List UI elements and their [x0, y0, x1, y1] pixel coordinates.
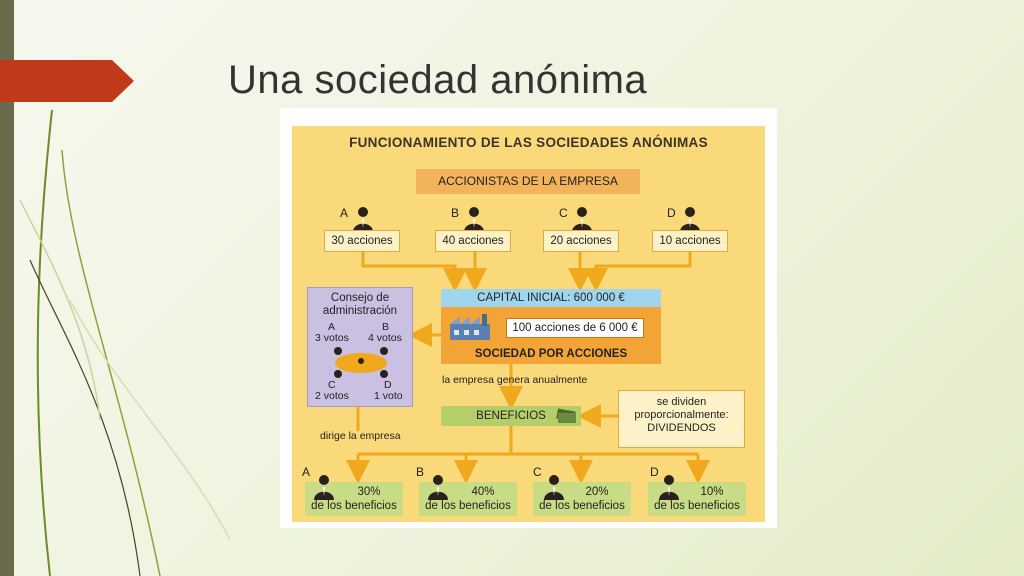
- capital-label: CAPITAL INICIAL: 600 000 €: [441, 289, 661, 307]
- result-letter: D: [650, 465, 659, 479]
- diagram-figure: FUNCIONAMIENTO DE LAS SOCIEDADES ANÓNIMA…: [280, 108, 777, 528]
- figure-title: FUNCIONAMIENTO DE LAS SOCIEDADES ANÓNIMA…: [349, 135, 708, 150]
- shareholder-shares-box: 30 acciones: [324, 230, 400, 252]
- dividends-line2: proporcionalmente:: [634, 409, 729, 421]
- result-label: de los beneficios: [654, 500, 740, 512]
- council-box: Consejo de administración A B 3 votos 4 …: [307, 287, 413, 407]
- result-percent: 10%: [700, 486, 724, 498]
- result-percent: 20%: [585, 486, 609, 498]
- dividends-line1: se dividen: [656, 396, 707, 408]
- person-icon: [572, 207, 592, 232]
- shareholder-letter: A: [340, 206, 349, 220]
- result-label: de los beneficios: [311, 500, 397, 512]
- council-title-line2: administración: [322, 305, 398, 317]
- person-icon: [680, 207, 700, 232]
- share-unit-box: 100 acciones de 6 000 €: [506, 318, 644, 338]
- person-icon: [464, 207, 484, 232]
- result-box: 20% de los beneficios: [533, 482, 631, 516]
- council-member-votes: 2 votos: [315, 390, 349, 402]
- title-accent-tab: [0, 60, 134, 102]
- result-label: de los beneficios: [425, 500, 511, 512]
- diagram-connectors: [346, 252, 710, 484]
- money-icon: [556, 408, 576, 423]
- meeting-table-icon: [334, 347, 388, 378]
- shareholder-shares-box: 40 acciones: [435, 230, 511, 252]
- council-member-letter: B: [382, 321, 390, 333]
- person-icon: [428, 475, 448, 500]
- person-icon: [353, 207, 373, 232]
- directs-label: dirige la empresa: [320, 430, 401, 442]
- council-member-votes: 1 voto: [374, 390, 403, 402]
- council-title-line1: Consejo de: [330, 292, 390, 304]
- council-member-letter: C: [328, 379, 336, 391]
- left-accent-bar: [0, 0, 14, 576]
- result-percent: 30%: [357, 486, 381, 498]
- shareholder-letter: C: [559, 206, 568, 220]
- company-type-label: SOCIEDAD POR ACCIONES: [474, 348, 628, 360]
- decorative-swoosh-lines: [19, 109, 231, 576]
- person-icon: [314, 475, 334, 500]
- result-letter: B: [416, 465, 425, 479]
- dividends-line3: DIVIDENDOS: [647, 422, 716, 434]
- result-letter: C: [533, 465, 542, 479]
- council-member-letter: A: [328, 321, 336, 333]
- generates-label: la empresa genera anualmente: [442, 374, 588, 386]
- result-percent: 40%: [471, 486, 495, 498]
- profits-box: BENEFICIOS: [441, 406, 581, 426]
- shareholder-letter: D: [667, 206, 676, 220]
- result-letter: A: [302, 465, 311, 479]
- council-member-votes: 4 votos: [368, 332, 402, 344]
- shareholders-header: ACCIONISTAS DE LA EMPRESA: [416, 169, 640, 194]
- council-member-votes: 3 votos: [315, 332, 349, 344]
- slide-title: Una sociedad anónima: [228, 58, 648, 102]
- person-icon: [659, 475, 679, 500]
- shareholder-shares-box: 20 acciones: [543, 230, 619, 252]
- dividends-box: se dividen proporcionalmente: DIVIDENDOS: [618, 390, 745, 448]
- shareholder-shares-box: 10 acciones: [652, 230, 728, 252]
- person-icon: [544, 475, 564, 500]
- council-member-letter: D: [384, 379, 392, 391]
- result-label: de los beneficios: [539, 500, 625, 512]
- shareholder-letter: B: [451, 206, 460, 220]
- factory-icon: [450, 314, 490, 340]
